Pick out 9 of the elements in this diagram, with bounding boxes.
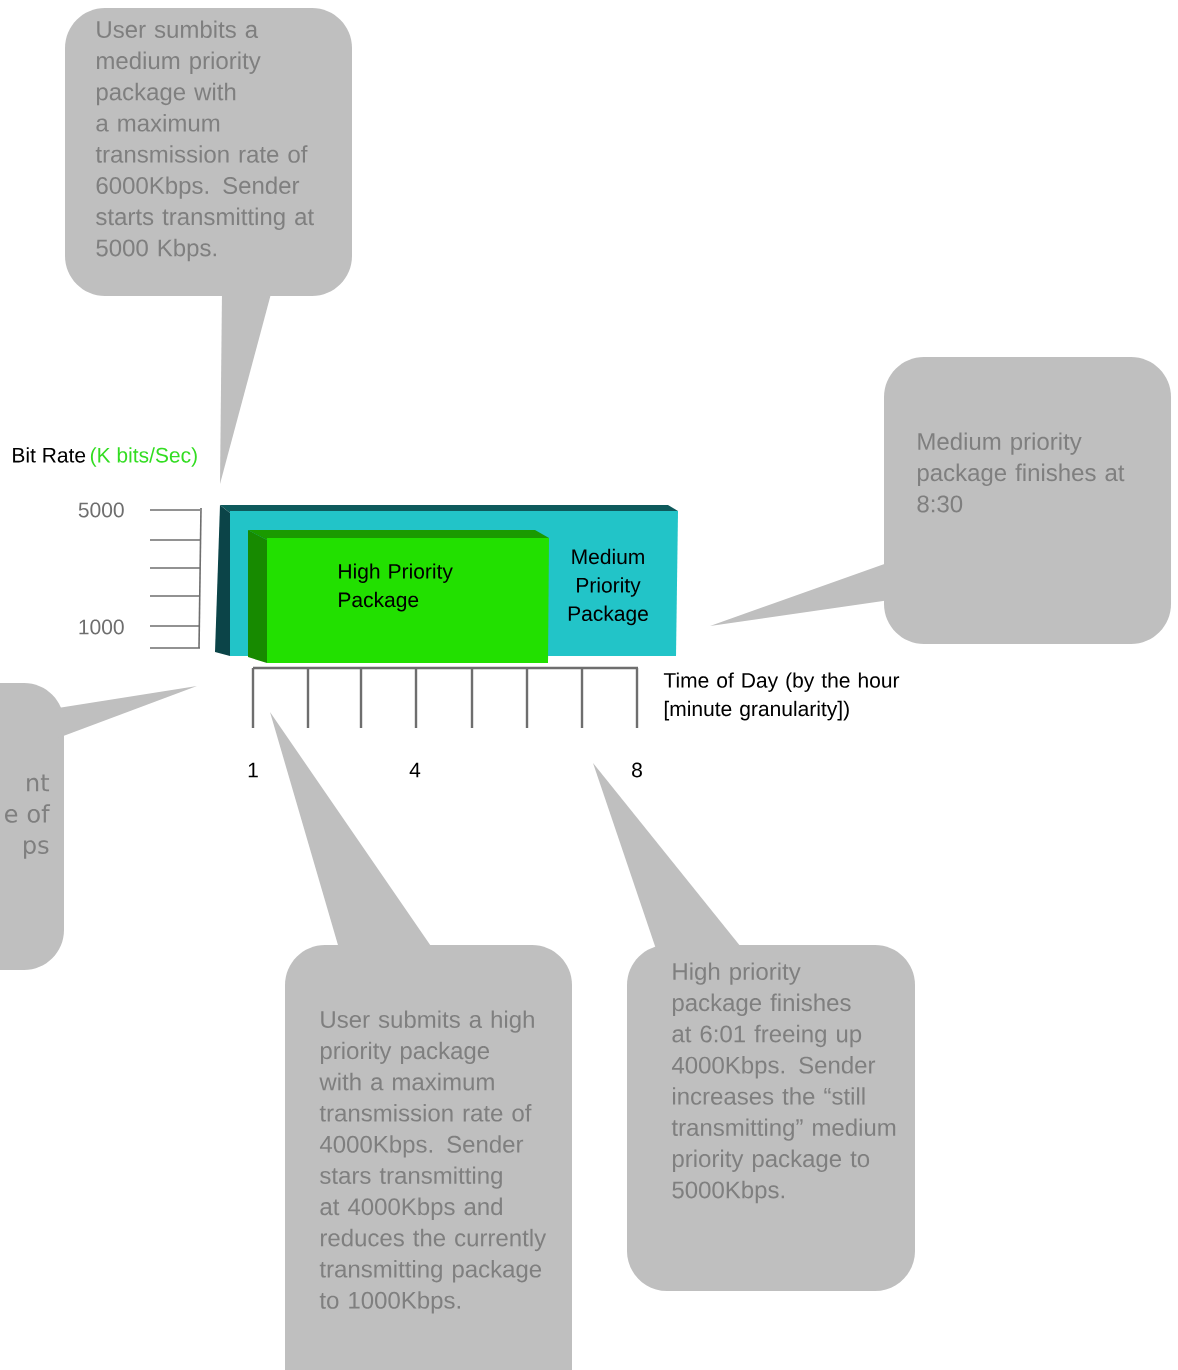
tick-label: 4 [409,762,421,778]
tick-label: 5000 [78,502,124,518]
speech-bubble: nt e of ps [0,683,197,970]
tick-label: 8 [632,762,642,778]
axis-title: Time of Day (by the hour [minute granularity]) [663,672,900,721]
tick-label: 1 [248,762,258,778]
package-block: High Priority Package [248,530,549,663]
tick-label: 1000 [79,619,124,635]
speech-bubble: Medium priority package finishes at 8:30 [710,357,1171,644]
